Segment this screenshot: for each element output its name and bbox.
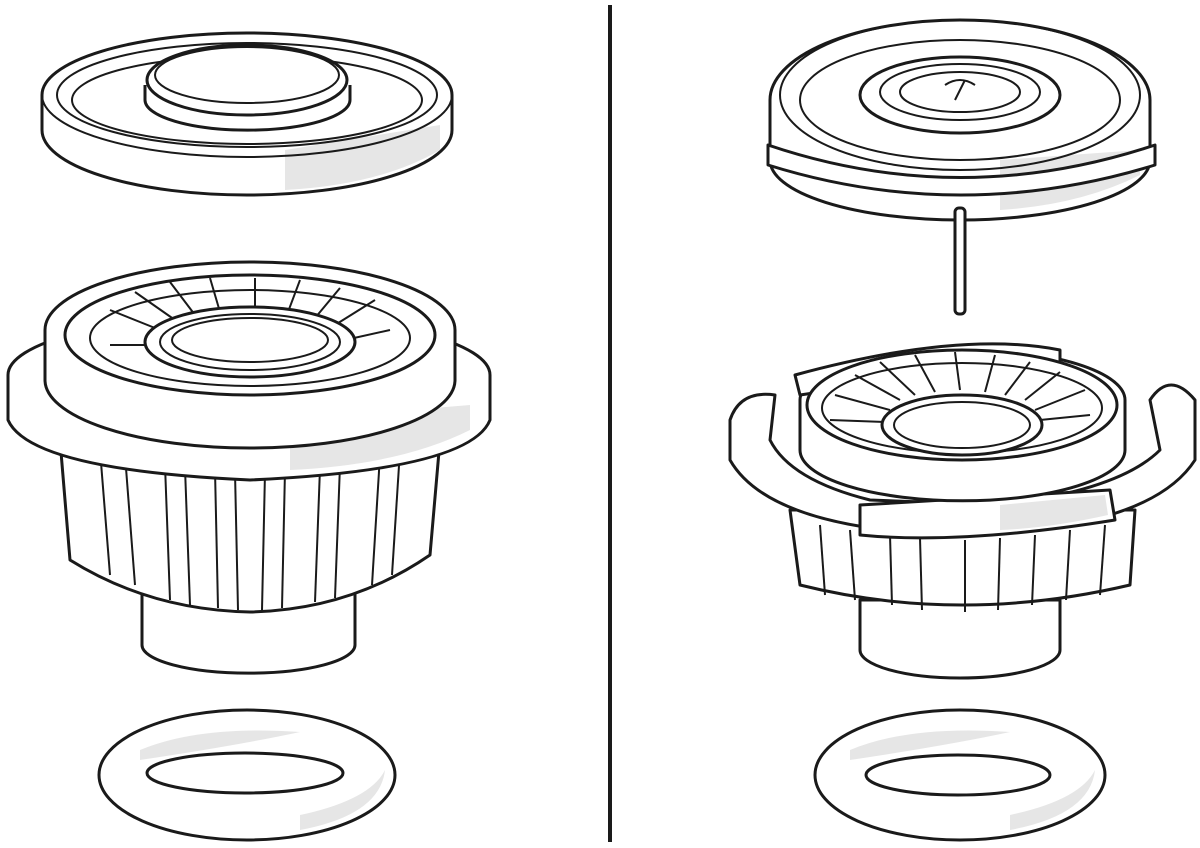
right-ribs	[819, 524, 1106, 612]
right-o-ring	[813, 708, 1107, 842]
left-o-ring	[97, 708, 397, 842]
right-vanes	[829, 351, 1091, 423]
right-cartridge-body	[728, 342, 1197, 680]
left-ribs	[99, 449, 401, 611]
right-cap	[766, 18, 1157, 222]
left-cartridge-body	[6, 260, 492, 675]
right-pin	[953, 206, 967, 316]
left-cap	[40, 31, 454, 197]
left-vanes	[109, 277, 391, 346]
